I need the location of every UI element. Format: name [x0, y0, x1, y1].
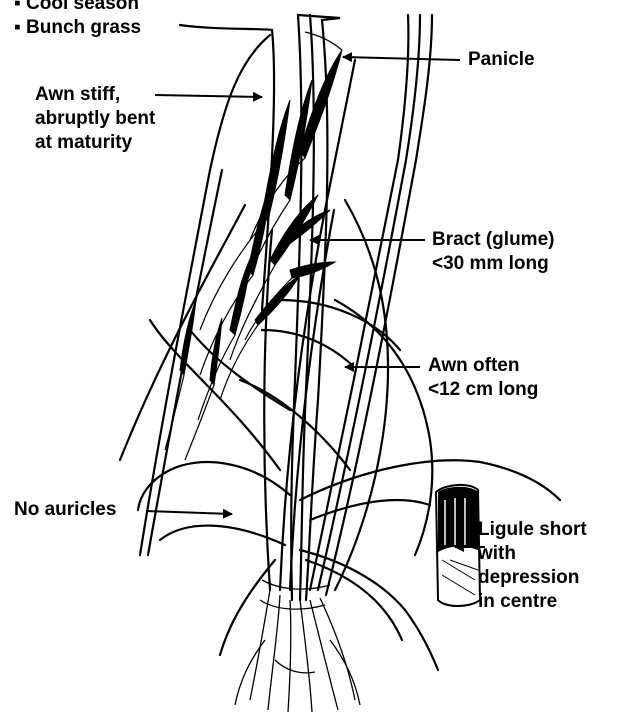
- header-bullets: ▪ Cool season ▪ Bunch grass: [14, 0, 141, 40]
- awn-stiff-line-1: Awn stiff,: [35, 83, 155, 107]
- label-bract: Bract (glume) <30 mm long: [432, 228, 554, 276]
- awn-stiff-line-2: abruptly bent: [35, 107, 155, 131]
- roots: [235, 580, 360, 712]
- ligule-line-1: Ligule short: [478, 518, 587, 542]
- bract-line-1: Bract (glume): [432, 228, 554, 252]
- label-awn-stiff: Awn stiff, abruptly bent at maturity: [35, 83, 155, 155]
- label-ligule: Ligule short with depression in centre: [478, 518, 587, 614]
- awn-length-line-1: Awn often: [428, 354, 538, 378]
- bullet-cool-season: ▪ Cool season: [14, 0, 141, 16]
- ligule-line-2: with: [478, 542, 587, 566]
- panicle-arrow: [343, 57, 460, 60]
- ligule-inset: [436, 485, 480, 606]
- label-no-auricles: No auricles: [14, 498, 116, 522]
- awn-length-line-2: <12 cm long: [428, 378, 538, 402]
- ligule-line-3: depression: [478, 566, 587, 590]
- bract-line-2: <30 mm long: [432, 252, 554, 276]
- spikelets: [180, 50, 342, 385]
- bullet-bunch-grass: ▪ Bunch grass: [14, 16, 141, 40]
- ligule-line-4: in centre: [478, 590, 587, 614]
- label-awn-length: Awn often <12 cm long: [428, 354, 538, 402]
- awn-stiff-arrow: [155, 95, 262, 97]
- awn-stiff-line-3: at maturity: [35, 131, 155, 155]
- no-auricles-arrow: [146, 511, 232, 514]
- label-panicle: Panicle: [468, 48, 535, 72]
